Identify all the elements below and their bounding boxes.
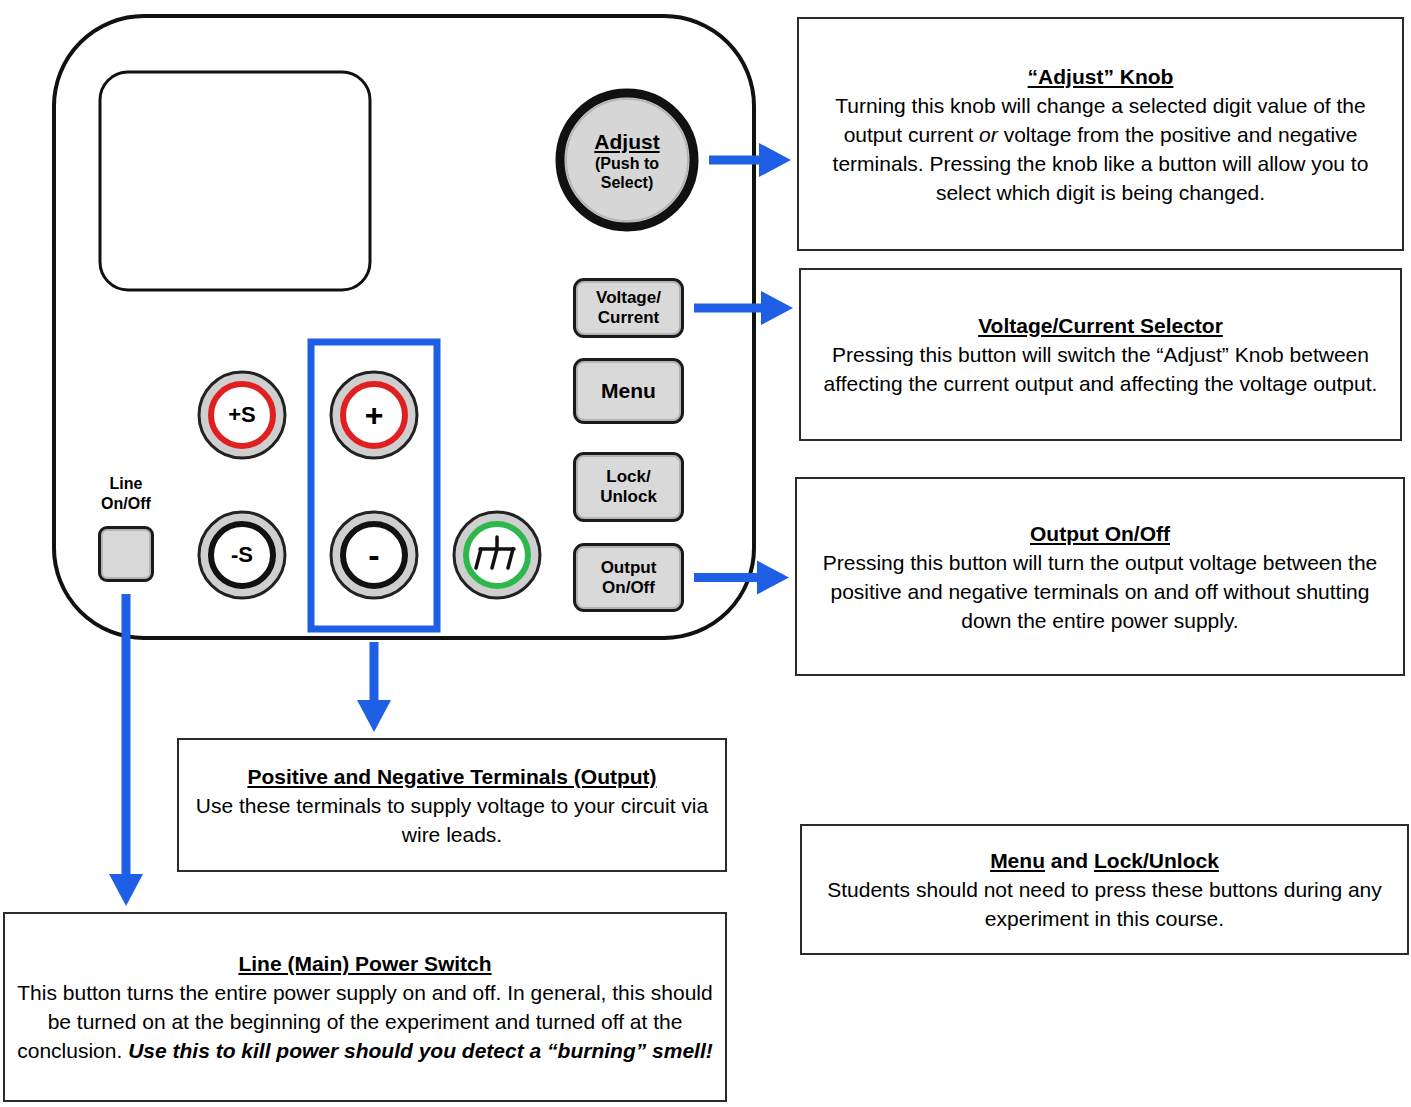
terminal-highlight bbox=[311, 342, 437, 629]
text-block: + bbox=[329, 397, 419, 434]
panel-label: - bbox=[368, 536, 379, 574]
callout-text: Pressing this button will turn the outpu… bbox=[823, 551, 1378, 632]
panel-label: Menu bbox=[601, 379, 656, 402]
display-screen bbox=[100, 72, 370, 290]
text-block: -S bbox=[197, 543, 287, 567]
terminal-body bbox=[331, 372, 417, 458]
text-block: +S bbox=[197, 403, 287, 427]
arrow-shaft bbox=[694, 573, 761, 582]
text-block: Line (Main) Power Switch bbox=[17, 949, 713, 978]
lock-button: Lock/ Unlock bbox=[573, 452, 684, 522]
terminal-body bbox=[199, 372, 285, 458]
terminal-ring bbox=[211, 384, 273, 446]
callout-box: Menu and Lock/UnlockStudents should not … bbox=[800, 824, 1409, 955]
text-block: Voltage/ Current bbox=[582, 288, 675, 328]
text-block: Menu bbox=[582, 379, 675, 403]
text-block: Adjust bbox=[579, 129, 675, 154]
button-face bbox=[98, 526, 154, 582]
arrow-head bbox=[759, 143, 791, 177]
sense-terminal: +S bbox=[197, 370, 287, 460]
text-block: Positive and Negative Terminals (Output) bbox=[191, 762, 713, 791]
panel-label: (Push to Select) bbox=[595, 155, 659, 191]
arrow-shaft bbox=[370, 642, 379, 704]
callout-text: and bbox=[1051, 849, 1088, 872]
text-block: (Push to Select) bbox=[579, 154, 675, 192]
arrow-shaft bbox=[122, 594, 131, 878]
arrow-shaft bbox=[709, 156, 763, 165]
chassis-ground-symbol bbox=[476, 537, 514, 568]
callout-heading: Line (Main) Power Switch bbox=[238, 952, 491, 975]
arrow-head bbox=[757, 561, 789, 595]
callout-text: Use these terminals to supply voltage to… bbox=[196, 794, 708, 846]
arrow-head bbox=[761, 291, 793, 325]
callout-box: “Adjust” KnobTurning this knob will chan… bbox=[797, 17, 1404, 251]
callout-box: Line (Main) Power SwitchThis button turn… bbox=[3, 912, 727, 1102]
panel-label: -S bbox=[231, 542, 253, 567]
arrow-head bbox=[109, 874, 143, 906]
callout-box: Positive and Negative Terminals (Output)… bbox=[177, 738, 727, 872]
arrow-shaft bbox=[694, 304, 765, 313]
text-block: Menu and Lock/Unlock bbox=[814, 846, 1395, 875]
arrow-connector bbox=[694, 561, 789, 595]
text-block: Pressing this button will switch the “Ad… bbox=[813, 340, 1388, 398]
panel-label: Voltage/ Current bbox=[596, 288, 661, 327]
callout-box: Voltage/Current SelectorPressing this bu… bbox=[799, 268, 1402, 441]
panel-label: Line On/Off bbox=[101, 475, 151, 512]
output-terminal: - bbox=[329, 510, 419, 600]
text-block: Students should not need to press these … bbox=[814, 875, 1395, 933]
panel-label: +S bbox=[228, 402, 256, 427]
knob-inner-ring bbox=[566, 99, 688, 221]
arrow-connector bbox=[109, 594, 143, 906]
callout-text: Use this to kill power should you detect… bbox=[128, 1039, 713, 1062]
terminal-body bbox=[331, 512, 417, 598]
text-block: Output On/Off bbox=[582, 558, 675, 598]
terminal-ring bbox=[343, 524, 405, 586]
knob-ring bbox=[560, 93, 694, 227]
terminal-ring bbox=[211, 524, 273, 586]
arrow-connector bbox=[694, 291, 793, 325]
text-block: Turning this knob will change a selected… bbox=[811, 91, 1390, 207]
callout-box: Output On/OffPressing this button will t… bbox=[795, 477, 1405, 676]
arrow-head bbox=[357, 700, 391, 732]
callout-heading: “Adjust” Knob bbox=[1028, 65, 1174, 88]
text-block: Line On/Off bbox=[88, 474, 164, 514]
selector-button: Voltage/ Current bbox=[573, 278, 684, 338]
terminal-body bbox=[199, 512, 285, 598]
text-block: - bbox=[329, 536, 419, 575]
text-block: Voltage/Current Selector bbox=[813, 311, 1388, 340]
sense-terminal: -S bbox=[197, 510, 287, 600]
callout-text: Students should not need to press these … bbox=[827, 878, 1382, 930]
text-block: Lock/ Unlock bbox=[582, 467, 675, 507]
callout-text: or bbox=[979, 123, 998, 146]
adjust-knob: Adjust(Push to Select) bbox=[555, 88, 699, 232]
callout-text: Lock/Unlock bbox=[1094, 849, 1219, 872]
callout-heading: Positive and Negative Terminals (Output) bbox=[247, 765, 656, 788]
text-block: Pressing this button will turn the outpu… bbox=[809, 548, 1391, 635]
arrow-connector bbox=[357, 642, 391, 732]
ground-terminal bbox=[454, 512, 540, 598]
text-block: This button turns the entire power suppl… bbox=[17, 978, 713, 1065]
output-terminal: + bbox=[329, 370, 419, 460]
callout-heading: Output On/Off bbox=[1030, 522, 1170, 545]
text-block: “Adjust” Knob bbox=[811, 62, 1390, 91]
terminal-ring bbox=[343, 384, 405, 446]
text-block: Output On/Off bbox=[809, 519, 1391, 548]
callout-heading: Menu bbox=[990, 849, 1045, 872]
line-power-button: Line On/Off bbox=[88, 474, 164, 584]
ground-terminal-ring bbox=[466, 524, 528, 586]
panel-label: Lock/ Unlock bbox=[600, 467, 657, 506]
ground-terminal-body bbox=[454, 512, 540, 598]
panel-label: Adjust bbox=[594, 130, 659, 153]
menu-button: Menu bbox=[573, 358, 684, 424]
text-block: Use these terminals to supply voltage to… bbox=[191, 791, 713, 849]
panel-label: Output On/Off bbox=[601, 558, 657, 597]
output-button: Output On/Off bbox=[573, 543, 684, 612]
callout-text: Pressing this button will switch the “Ad… bbox=[824, 343, 1378, 395]
panel-label: + bbox=[365, 397, 384, 433]
callout-heading: Voltage/Current Selector bbox=[978, 314, 1223, 337]
arrow-connector bbox=[709, 143, 791, 177]
panel-housing bbox=[54, 16, 754, 638]
